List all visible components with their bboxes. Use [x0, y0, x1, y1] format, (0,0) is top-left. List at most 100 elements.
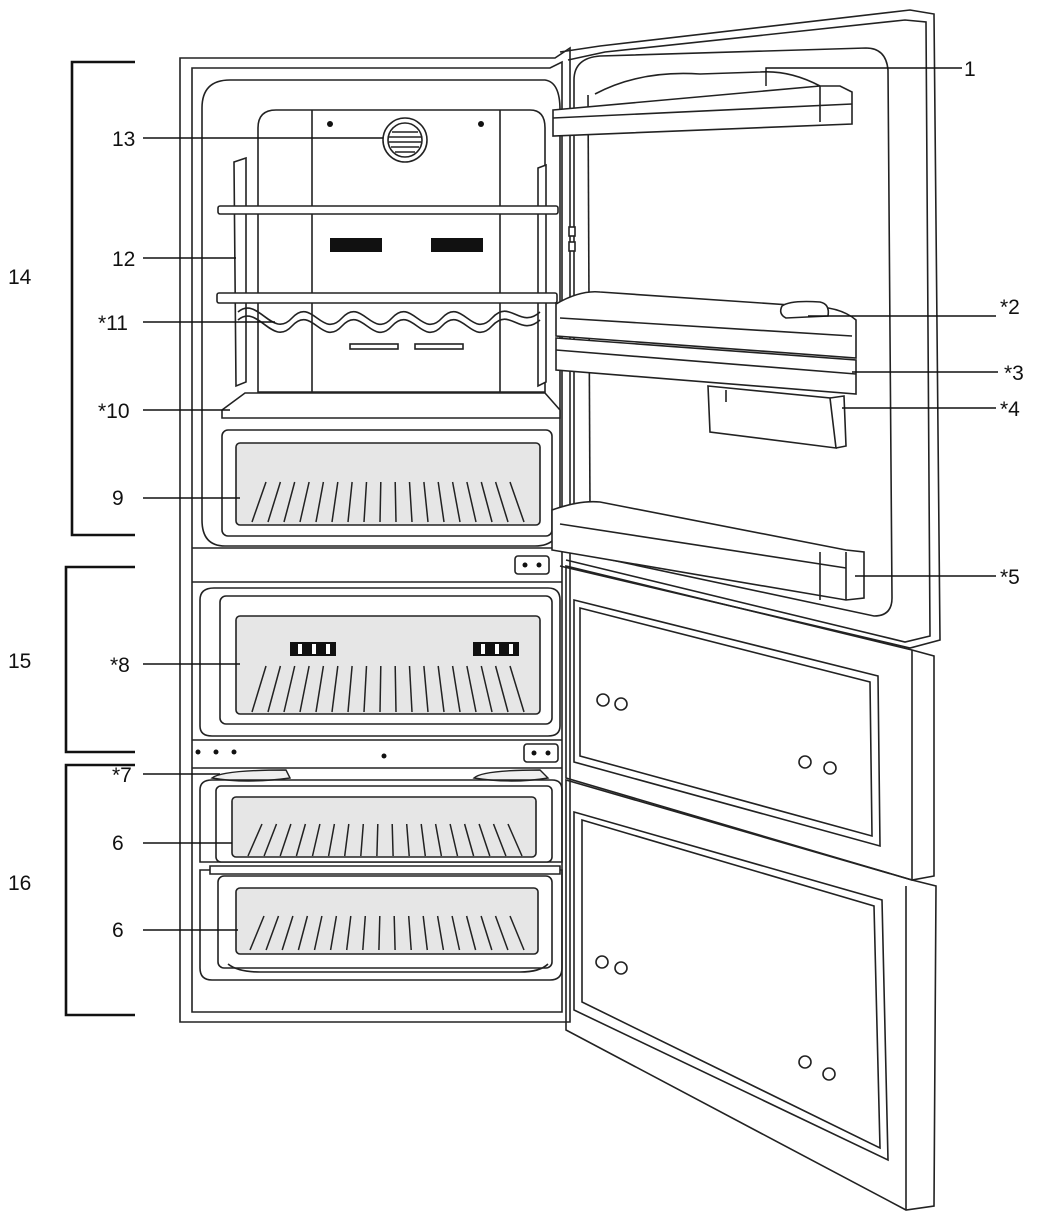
drawer-rib: [466, 481, 477, 523]
label-7: *7: [112, 764, 132, 787]
drawer-rib: [463, 823, 475, 857]
drawer-rib: [251, 665, 267, 713]
drawer-rib: [327, 823, 336, 857]
label-8: *8: [110, 654, 130, 677]
door-shelf-top: [552, 70, 853, 137]
section-bracket-14: [70, 60, 135, 537]
drawer-rib: [391, 823, 394, 857]
drawer-rib: [494, 915, 509, 951]
drawer-rib: [378, 915, 381, 951]
leader-lines: [143, 67, 998, 931]
drawer-rib: [315, 665, 325, 713]
drawer-rib: [363, 665, 368, 713]
drawer-rib: [420, 823, 427, 857]
drawer-rib: [451, 481, 461, 523]
freezer-divider: [192, 739, 562, 769]
drawer-rib: [299, 665, 310, 713]
drawer-rib: [267, 481, 282, 523]
drawer-rib: [423, 481, 429, 523]
door-bin-with-lid: [555, 290, 857, 395]
drawer-rib: [509, 915, 525, 951]
drawer-rib: [437, 665, 445, 713]
water-dispenser-bin: [707, 385, 847, 449]
drawer-rib: [436, 915, 445, 951]
label-3: *3: [1004, 362, 1024, 385]
drawer-rib: [362, 915, 367, 951]
drawer-rib: [437, 481, 445, 523]
rear-vents: [330, 238, 483, 350]
label-9: 9: [112, 487, 124, 510]
drawer-rib: [480, 665, 493, 713]
drawer-rib: [478, 823, 491, 857]
drawer-rib: [363, 481, 368, 523]
drawer-rib: [465, 915, 477, 951]
label-16: 16: [8, 872, 31, 895]
fan-grille: [382, 117, 428, 163]
drawer-rib: [451, 665, 461, 713]
drawer-rib: [494, 481, 509, 523]
drawer-rib: [480, 481, 493, 523]
drawer-rib: [249, 915, 265, 951]
freezer-drawer-upper: [199, 779, 563, 863]
drawer-rib: [331, 481, 339, 523]
drawer-rib: [311, 823, 321, 857]
label-1: 1: [964, 58, 976, 81]
crisper-drawer: [221, 429, 553, 537]
label-4: *4: [1000, 398, 1020, 421]
drawer-rib: [434, 823, 443, 857]
drawer-rib: [329, 915, 338, 951]
lower-glass-shelf: [221, 392, 561, 419]
drawer-rib: [449, 823, 459, 857]
door-bin-lower: [551, 500, 865, 601]
drawer-rib: [313, 915, 323, 951]
drawer-rib: [265, 915, 280, 951]
drawer-rib: [509, 481, 525, 523]
upper-glass-shelf: [217, 205, 559, 215]
drawer-rib: [466, 665, 477, 713]
compartment-divider: [192, 547, 562, 583]
drawer-rib: [423, 665, 429, 713]
drawer-rib: [492, 823, 507, 857]
drawer-rib: [376, 823, 379, 857]
drawer-rib: [379, 481, 382, 523]
label-5: *5: [1000, 566, 1020, 589]
drawer-rib: [451, 915, 461, 951]
drawer-rib: [408, 665, 413, 713]
drawer-rib: [263, 823, 278, 857]
drawer-rib: [379, 665, 382, 713]
drawer-rib: [283, 665, 296, 713]
label-15: 15: [8, 650, 31, 673]
wine-rack-shelf: [216, 292, 558, 334]
drawer-rib: [297, 915, 309, 951]
label-10: *10: [98, 400, 130, 423]
drawer-rib: [343, 823, 350, 857]
label-12: 12: [112, 248, 135, 271]
drawer-rib: [345, 915, 352, 951]
drawer-rib: [480, 915, 493, 951]
drawer-rib: [331, 665, 339, 713]
drawer-rib: [247, 823, 263, 857]
drawer-rib: [507, 823, 523, 857]
drawer-rib: [407, 915, 412, 951]
drawer-rib: [408, 481, 413, 523]
label-6-lower: 6: [112, 919, 124, 942]
drawer-rib: [315, 481, 325, 523]
section-bracket-15: [64, 565, 135, 754]
label-11: *11: [98, 312, 128, 335]
drawer-rib: [251, 481, 267, 523]
label-14: 14: [8, 266, 32, 289]
drawer-rib: [405, 823, 410, 857]
drawer-rib: [283, 481, 296, 523]
middle-compartment-drawer: [199, 587, 561, 737]
drawer-rib: [299, 481, 310, 523]
drawer-rib: [360, 823, 365, 857]
drawer-rib: [347, 665, 353, 713]
middle-drawer-door: [565, 564, 935, 881]
drawer-rib: [295, 823, 307, 857]
drawer-rib: [281, 915, 294, 951]
drawer-rib: [393, 915, 396, 951]
drawer-rib: [347, 481, 353, 523]
freezer-door: [565, 778, 937, 1211]
